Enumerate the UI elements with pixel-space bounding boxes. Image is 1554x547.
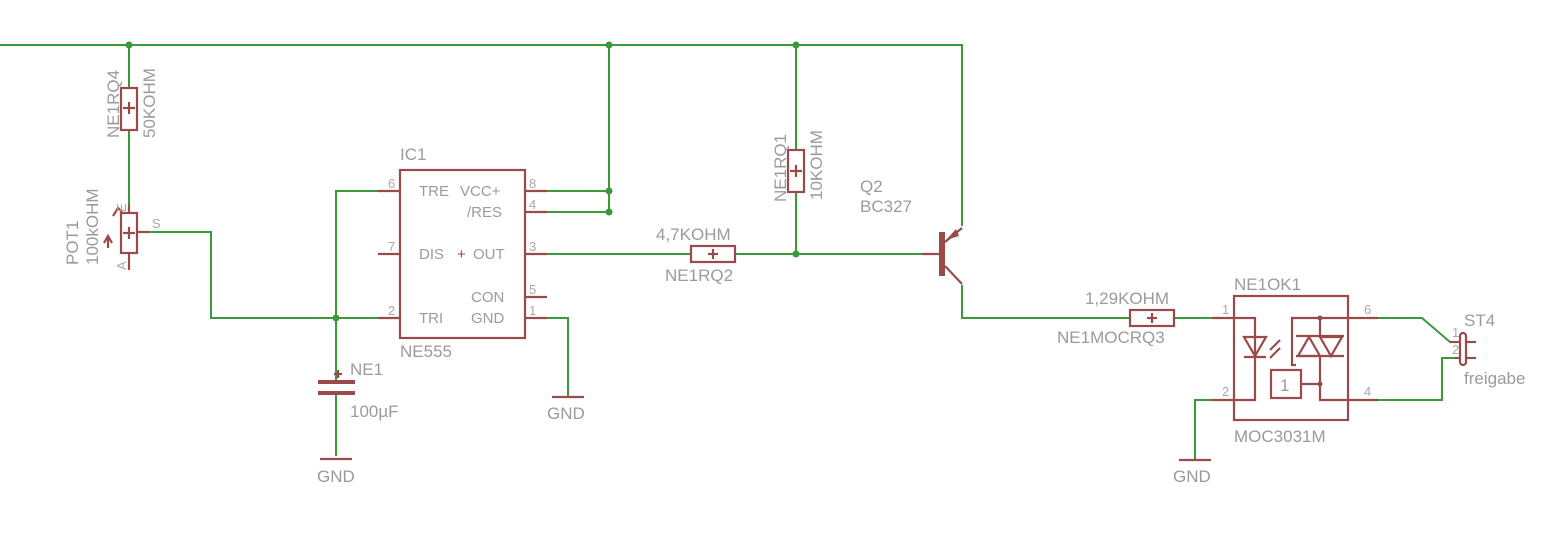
gnd-symbol-ok: GND xyxy=(1173,458,1211,486)
pot-pin-a: A xyxy=(114,261,129,270)
wire-collector xyxy=(961,285,1131,319)
junction xyxy=(792,41,800,49)
ic-value-label: NE555 xyxy=(400,342,452,361)
ic-pin-num-1: 1 xyxy=(529,303,536,318)
ic-pin-num-8: 8 xyxy=(529,176,536,191)
ic-pin-num-3: 3 xyxy=(529,239,536,254)
ic-pin-num-2: 2 xyxy=(388,303,395,318)
st-pin-num-2: 2 xyxy=(1452,342,1459,357)
ic-pin-num-4: 4 xyxy=(529,197,536,212)
ok-pin-num-4: 4 xyxy=(1364,384,1371,399)
wire-pin1-gnd xyxy=(544,317,569,398)
ok-value-label: MOC3031M xyxy=(1234,427,1326,446)
wire-ok-pin6 xyxy=(1377,317,1452,344)
wire-pot-wiper xyxy=(149,231,337,319)
st-name-label: ST4 xyxy=(1464,311,1495,330)
st-pin-num-1: 1 xyxy=(1452,325,1459,340)
resistor-r2: 4,7KOHM NE1RQ2 xyxy=(656,225,737,285)
wires xyxy=(0,44,1456,461)
wire-ok-gnd xyxy=(1194,399,1213,461)
junction xyxy=(125,41,133,49)
junctions xyxy=(125,41,800,322)
cap-value-label: 100µF xyxy=(350,402,399,421)
optocoupler-ne1ok1: 1 NE1OK1 MOC3031M 1 2 6 4 xyxy=(1212,275,1378,446)
ok-name-label: NE1OK1 xyxy=(1234,275,1301,294)
r2-name-label: NE1RQ2 xyxy=(665,266,733,285)
pot-value-label: 100kOHM xyxy=(83,188,102,265)
resistor-r1: NE1RQ1 10KOHM xyxy=(771,130,826,202)
ic-pin-tri: TRI xyxy=(419,310,443,327)
r4-name-label: NE1RQ4 xyxy=(104,70,123,138)
gnd-label: GND xyxy=(1173,467,1211,486)
gnd-label: GND xyxy=(547,404,585,423)
transistor-q2: Q2 BC327 xyxy=(860,177,963,285)
wire-vcc xyxy=(544,44,610,213)
ok-pin-num-1: 1 xyxy=(1222,302,1229,317)
ic-pin-out: OUT xyxy=(473,246,505,263)
wire-ok-pin4 xyxy=(1377,357,1456,401)
ok-pin-num-2: 2 xyxy=(1222,384,1229,399)
pot-pin-e: E xyxy=(114,203,129,212)
ic1-ne555: IC1 NE555 TRE VCC+ /RES DIS + OUT CON TR… xyxy=(378,145,547,361)
ic-pin-con: CON xyxy=(471,289,504,306)
resistor-r4: NE1RQ4 50KOHM xyxy=(104,68,159,138)
cap-name-label: NE1 xyxy=(350,360,383,379)
junction xyxy=(792,250,800,258)
gnd-symbol-ic: GND xyxy=(547,395,585,423)
q2-name-label: Q2 xyxy=(860,177,883,196)
ic-name-label: IC1 xyxy=(400,145,426,164)
ic-pin-num-5: 5 xyxy=(529,282,536,297)
junction xyxy=(605,41,613,49)
junction xyxy=(332,314,340,322)
pot-name-label: POT1 xyxy=(63,221,82,265)
ic-pin-res: /RES xyxy=(467,204,502,221)
gnd-label: GND xyxy=(317,467,355,486)
ok-zc-label: 1 xyxy=(1280,376,1289,395)
junction xyxy=(605,187,613,195)
gnd-symbol-cap: GND xyxy=(317,457,355,486)
ic-pin-tre: TRE xyxy=(419,183,449,200)
ic-out-plus: + xyxy=(457,246,466,263)
ok-pin-num-6: 6 xyxy=(1364,302,1371,317)
ic-pin-num-7: 7 xyxy=(388,239,395,254)
wire-top-rail xyxy=(0,44,963,226)
r3-value-label: 1,29KOHM xyxy=(1085,289,1169,308)
r4-value-label: 50KOHM xyxy=(140,68,159,138)
r3-name-label: NE1MOCRQ3 xyxy=(1057,328,1165,347)
st-value-label: freigabe xyxy=(1464,369,1525,388)
r1-value-label: 10KOHM xyxy=(807,130,826,200)
resistor-r3: 1,29KOHM NE1MOCRQ3 xyxy=(1057,289,1176,347)
r2-value-label: 4,7KOHM xyxy=(656,225,731,244)
potentiometer-pot1: POT1 100kOHM E A S xyxy=(63,188,161,270)
ic-pin-dis: DIS xyxy=(419,246,444,263)
ic-pin-vcc: VCC+ xyxy=(460,183,501,200)
connector-st4: ST4 freigabe 1 2 xyxy=(1450,311,1525,388)
junction xyxy=(605,208,613,216)
wire-pin6 xyxy=(335,190,381,319)
q2-value-label: BC327 xyxy=(860,197,912,216)
capacitor-ne1: NE1 100µF xyxy=(318,360,399,421)
ic-pin-gnd: GND xyxy=(471,310,505,327)
r1-name-label: NE1RQ1 xyxy=(771,134,790,202)
ic-pin-num-6: 6 xyxy=(388,176,395,191)
pot-pin-s: S xyxy=(152,216,161,231)
